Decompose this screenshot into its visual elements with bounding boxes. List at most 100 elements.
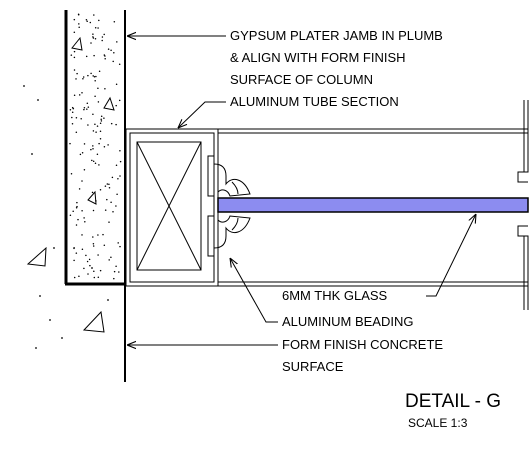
stipple-dot xyxy=(90,42,92,44)
stipple-dot xyxy=(115,83,118,86)
stipple-dot xyxy=(103,145,106,148)
stipple-dot xyxy=(73,50,76,53)
stipple-dot xyxy=(93,76,96,78)
stipple-dot xyxy=(110,256,112,259)
aggregate-triangle xyxy=(87,190,97,205)
detail-scale: SCALE 1:3 xyxy=(408,416,468,430)
stipple-dot xyxy=(107,48,110,50)
aggregate-triangle xyxy=(71,36,83,51)
stipple-dot xyxy=(78,188,81,190)
stipple-dot xyxy=(86,260,89,263)
stipple-dot xyxy=(73,56,76,59)
stipple-dot xyxy=(106,183,109,185)
stipple-dot xyxy=(92,147,94,150)
stipple-dot xyxy=(81,248,84,250)
detail-title: DETAIL - G xyxy=(405,391,501,412)
stipple-dot xyxy=(96,153,99,155)
stipple-dot xyxy=(108,221,110,223)
stipple-dot xyxy=(73,259,75,262)
stipple-dot xyxy=(82,78,84,80)
stipple-dot xyxy=(92,75,94,77)
note-aluminum-tube: ALUMINUM TUBE SECTION xyxy=(230,94,399,109)
stipple-dot xyxy=(99,269,102,272)
stipple-dot xyxy=(92,36,94,38)
stipple-dot xyxy=(99,138,102,140)
stipple-dot xyxy=(100,118,102,120)
stipple-dot xyxy=(89,264,91,267)
stipple-dot xyxy=(89,21,92,24)
stipple-dot xyxy=(115,265,117,267)
stipple-dot xyxy=(80,117,82,120)
stipple-dot xyxy=(112,210,114,213)
frame-profile xyxy=(218,100,529,310)
stipple-dot xyxy=(99,130,102,133)
stipple-dot xyxy=(71,106,74,109)
stipple-dot xyxy=(98,164,100,166)
stipple-dot xyxy=(73,276,76,279)
stipple-dot xyxy=(97,27,99,29)
stipple-dot xyxy=(73,18,76,21)
stipple-dot xyxy=(119,245,121,248)
stipple-dot xyxy=(100,115,103,117)
glass-pane xyxy=(217,197,529,213)
stipple-dot xyxy=(97,87,99,89)
stipple-dot xyxy=(83,107,86,109)
stipple-dot xyxy=(75,224,78,226)
stipple-dot xyxy=(104,185,107,187)
stipple-dot xyxy=(103,33,105,36)
stipple-dot xyxy=(92,130,95,132)
stipple-dot xyxy=(93,276,96,279)
concrete-symbol-triangle xyxy=(26,246,47,267)
stipple-dot xyxy=(71,122,74,125)
stipple-dot xyxy=(115,205,117,207)
stipple-dot xyxy=(108,183,110,186)
note-concrete-line1: FORM FINISH CONCRETE xyxy=(282,337,443,352)
note-gypsum-line1: GYPSUM PLATER JAMB IN PLUMB xyxy=(230,28,443,43)
stipple-dot xyxy=(69,108,72,111)
stipple-dot xyxy=(111,176,114,179)
stipple-dot xyxy=(87,124,89,126)
stipple-dot xyxy=(100,120,103,122)
stipple-dot xyxy=(110,201,112,204)
stipple-dot xyxy=(98,19,100,22)
stipple-dot xyxy=(70,54,73,56)
stipple-dot xyxy=(84,221,86,223)
stipple-dot xyxy=(92,113,94,116)
concrete-stipple xyxy=(69,13,122,280)
stipple-dot xyxy=(97,234,99,236)
stipple-dot xyxy=(75,207,78,209)
stipple-dot xyxy=(92,209,95,212)
stipple-dot xyxy=(113,51,115,54)
stipple-dot xyxy=(87,74,89,77)
stipple-dot xyxy=(83,267,85,270)
stipple-dot xyxy=(81,234,83,236)
stipple-dot xyxy=(119,150,121,152)
stipple-dot xyxy=(99,122,102,125)
stipple-dot xyxy=(70,172,73,175)
leader-lines xyxy=(127,36,476,345)
stipple-dot xyxy=(104,58,106,60)
stipple-dot xyxy=(106,198,108,201)
stipple-dot xyxy=(73,69,76,71)
stipple-dot xyxy=(97,101,100,103)
stipple-dot xyxy=(94,123,96,126)
stipple-dot xyxy=(72,210,74,213)
concrete-column xyxy=(64,10,126,382)
stipple-dot xyxy=(90,148,92,151)
stipple-dot xyxy=(118,63,121,66)
stipple-dot xyxy=(75,117,78,119)
note-concrete-line2: SURFACE xyxy=(282,359,344,374)
stipple-dot xyxy=(98,70,101,73)
stipple-dot xyxy=(87,106,90,108)
stipple-dot xyxy=(81,180,83,182)
stipple-dot xyxy=(103,117,105,119)
stipple-dot xyxy=(94,162,97,164)
stipple-dot xyxy=(93,14,95,16)
stipple-dot xyxy=(73,94,76,96)
stipple-dot xyxy=(86,102,89,105)
stipple-dot xyxy=(103,54,106,56)
stipple-dot xyxy=(115,123,117,126)
concrete-dots xyxy=(23,85,109,349)
stipple-dot xyxy=(116,41,118,43)
stipple-dot xyxy=(119,160,122,163)
